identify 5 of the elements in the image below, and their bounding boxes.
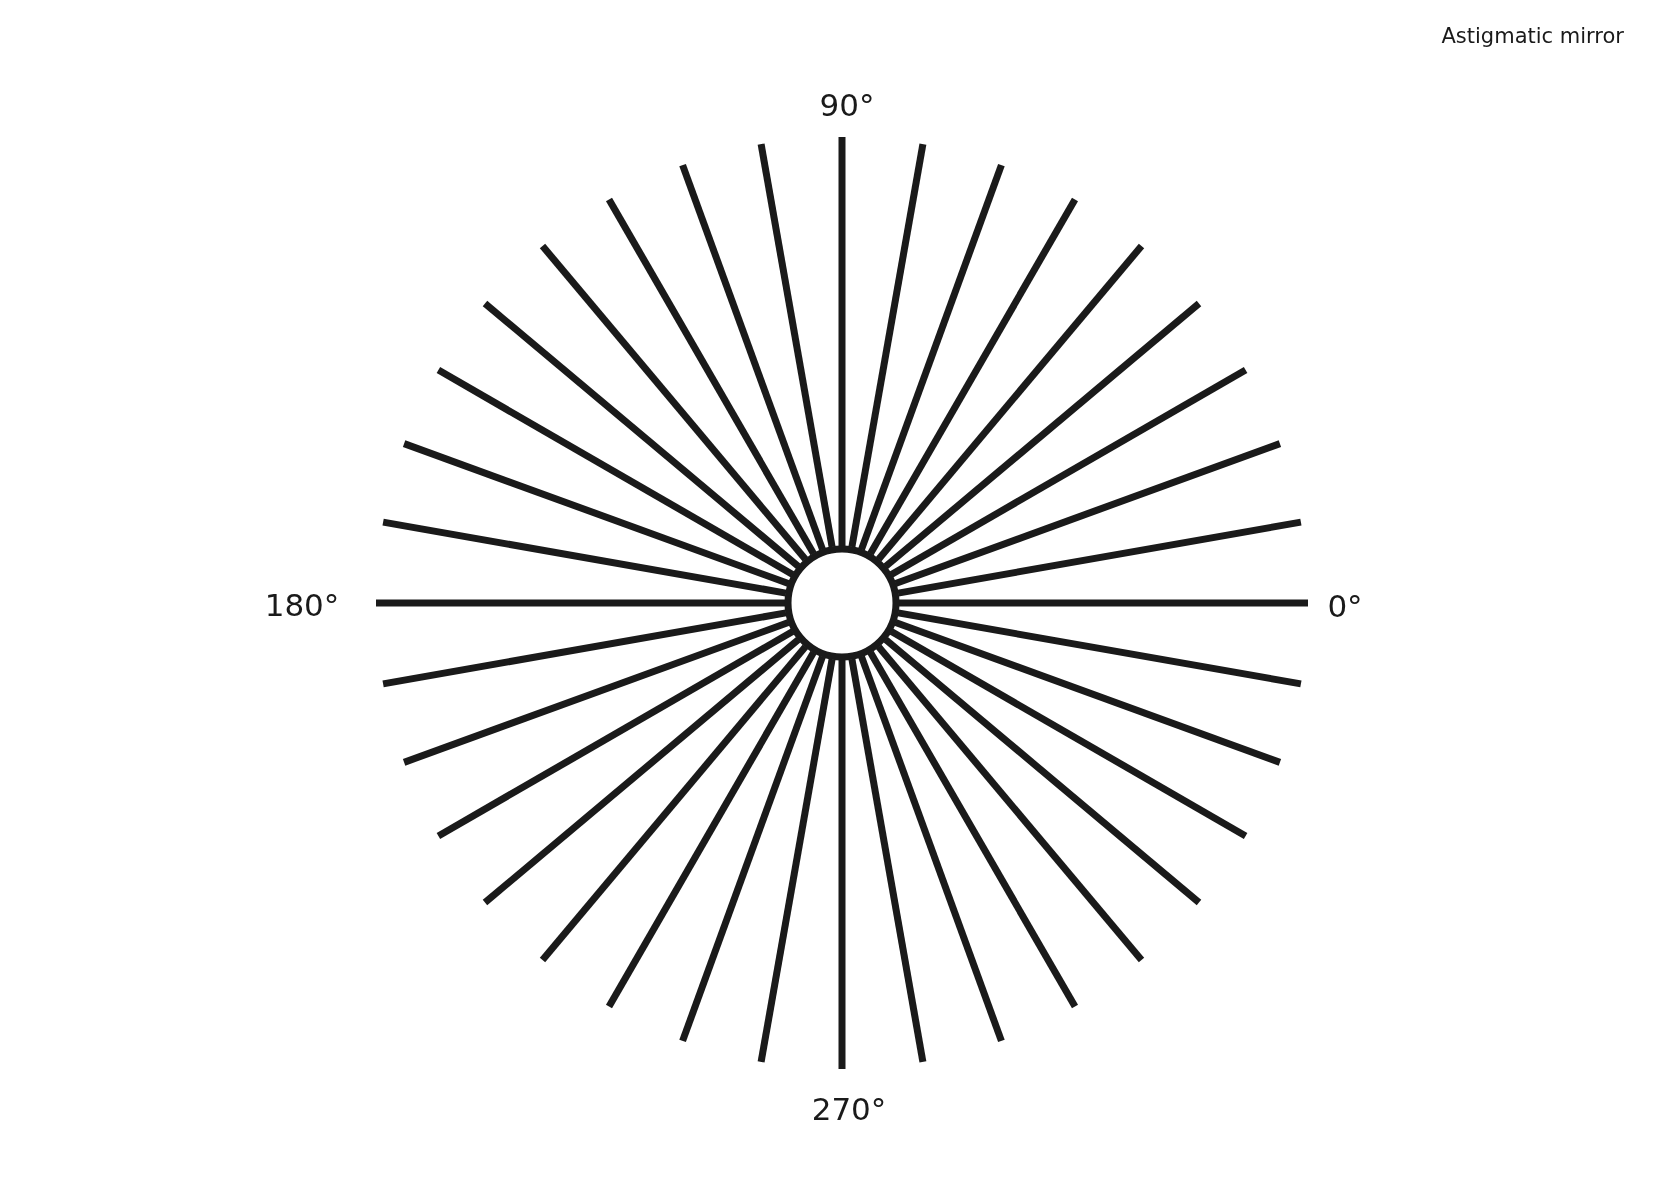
angle-label: 180°: [264, 588, 340, 624]
angle-label: 270°: [811, 1092, 887, 1128]
chart-title: Astigmatic mirror: [1441, 23, 1624, 49]
angle-label: 90°: [819, 88, 875, 124]
angle-label: 0°: [1327, 589, 1363, 625]
